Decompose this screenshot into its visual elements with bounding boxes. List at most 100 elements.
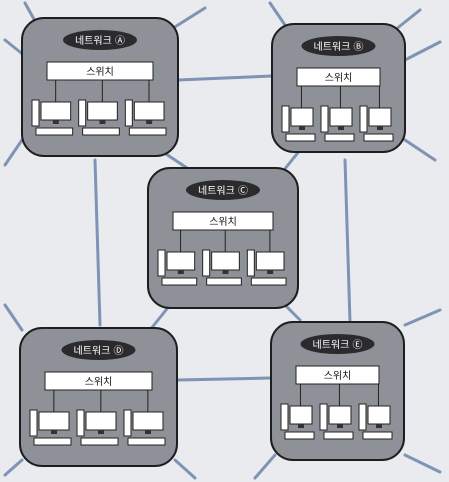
tower-case <box>359 105 368 133</box>
monitor-screen <box>328 405 352 425</box>
monitor-stand <box>98 430 104 434</box>
network-box-frame <box>147 167 299 309</box>
switch-icon <box>295 365 380 385</box>
link-stub <box>268 1 287 27</box>
computer-icon <box>123 390 166 446</box>
tower-case <box>246 249 255 277</box>
tower-case <box>157 249 166 277</box>
monitor-screen <box>132 411 164 431</box>
monitor-stand <box>338 126 344 130</box>
link-a-b <box>176 74 274 82</box>
tower-case <box>31 99 40 127</box>
keyboard-icon <box>206 277 242 286</box>
link-stub <box>168 6 207 32</box>
monitor-screen <box>166 251 196 271</box>
tower-case <box>76 409 85 437</box>
keyboard-icon <box>33 437 72 446</box>
computer-icon <box>280 384 315 440</box>
keyboard-icon <box>82 127 120 136</box>
link-a-d <box>93 158 102 327</box>
monitor-stand <box>145 430 151 434</box>
monitor-screen <box>255 251 285 271</box>
switch-label: 스위치 <box>85 375 113 388</box>
link-b-e <box>343 158 352 324</box>
tower-case <box>319 403 328 431</box>
monitor-stand <box>99 120 106 124</box>
computer-icon <box>359 86 394 142</box>
monitor-stand <box>377 126 383 130</box>
link-stub <box>393 8 422 32</box>
monitor-screen <box>367 405 391 425</box>
monitor-screen <box>133 101 165 121</box>
computer-icon <box>246 230 287 286</box>
tower-case <box>123 409 132 437</box>
link-stub <box>3 458 24 477</box>
network-title: 네트워크 Ⓐ <box>75 34 125 47</box>
network-box-a: 네트워크 Ⓐ 스위치 <box>21 17 179 157</box>
network-title: 네트워크 Ⓑ <box>314 40 364 53</box>
monitor-screen <box>87 101 118 121</box>
network-box-frame <box>270 321 405 461</box>
keyboard-icon <box>324 133 355 142</box>
keyboard-icon <box>35 127 74 136</box>
monitor-stand <box>51 430 57 434</box>
switch-label: 스위치 <box>209 215 237 228</box>
tower-case <box>29 409 38 437</box>
monitor-screen <box>38 411 70 431</box>
computer-icon <box>78 80 120 136</box>
link-stub <box>3 138 24 167</box>
tower-case <box>358 403 367 431</box>
network-box-frame <box>19 327 178 467</box>
monitor-screen <box>290 107 314 127</box>
network-title-pill <box>61 340 136 360</box>
network-title-pill <box>301 36 376 56</box>
switch-label: 스위치 <box>86 65 114 78</box>
monitor-stand <box>52 120 59 124</box>
monitor-stand <box>267 270 274 274</box>
tower-case <box>281 105 290 133</box>
keyboard-icon <box>363 133 394 142</box>
computer-icon <box>358 384 393 440</box>
link-d-c <box>148 303 172 332</box>
computer-icon <box>281 86 316 142</box>
network-links <box>3 1 442 480</box>
network-title: 네트워크 Ⓔ <box>313 338 363 351</box>
link-stub <box>3 303 24 332</box>
tower-case <box>320 105 329 133</box>
network-box-c: 네트워크 Ⓒ 스위치 <box>147 167 299 309</box>
tower-case <box>124 99 133 127</box>
computer-icon <box>29 390 72 446</box>
network-box-e: 네트워크 Ⓔ 스위치 <box>270 321 405 461</box>
computer-icon <box>320 86 355 142</box>
monitor-screen <box>40 101 72 121</box>
computer-icon <box>319 384 354 440</box>
link-stub <box>403 138 437 162</box>
keyboard-icon <box>250 277 287 286</box>
link-stub <box>403 40 442 62</box>
switch-icon <box>172 211 274 231</box>
monitor-screen <box>329 107 353 127</box>
computer-icon <box>76 390 119 446</box>
network-title: 네트워크 Ⓒ <box>198 184 248 197</box>
monitor-screen <box>211 251 240 271</box>
computer-icon <box>157 230 198 286</box>
link-stub <box>403 308 442 327</box>
computer-icon <box>31 80 74 136</box>
switch-icon <box>46 61 154 81</box>
tower-case <box>202 249 211 277</box>
link-stub <box>403 453 442 474</box>
monitor-stand <box>222 270 229 274</box>
monitor-stand <box>376 424 382 428</box>
network-box-frame <box>21 17 179 157</box>
computer-icon <box>124 80 167 136</box>
monitor-stand <box>298 424 304 428</box>
keyboard-icon <box>323 431 354 440</box>
switch-label: 스위치 <box>324 369 352 382</box>
network-title-pill <box>63 30 137 50</box>
link-d-e <box>176 376 272 382</box>
tower-case <box>280 403 289 431</box>
keyboard-icon <box>80 437 119 446</box>
network-title-pill <box>300 334 375 354</box>
